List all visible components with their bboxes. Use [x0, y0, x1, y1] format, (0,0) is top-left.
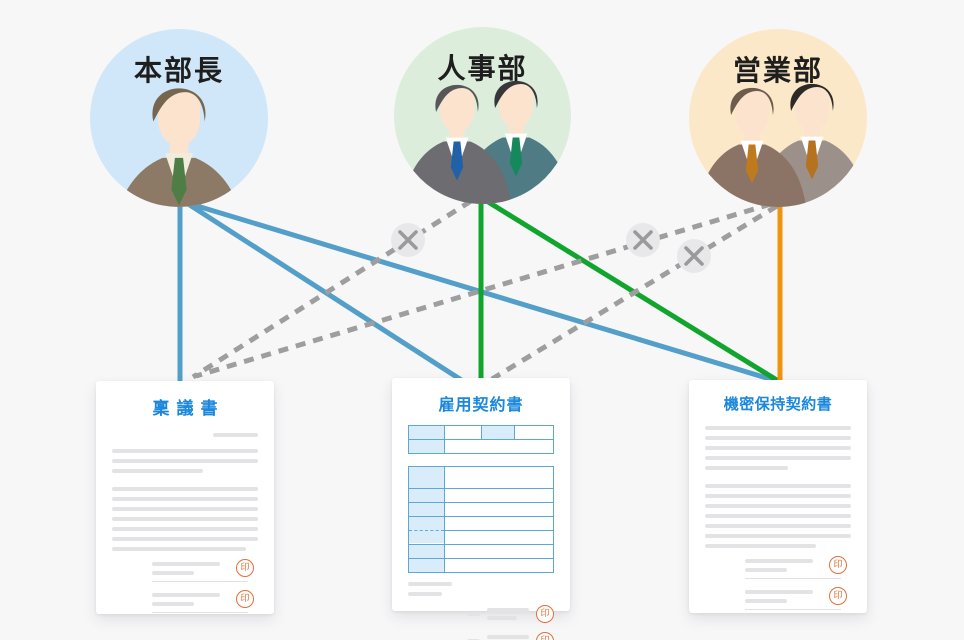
table-cell [409, 440, 444, 453]
connection-prohibited-人事部-稟議書 [191, 198, 473, 380]
table-cell [409, 545, 444, 558]
table-cell [409, 489, 444, 502]
table-cell [443, 517, 553, 530]
prohibition-x-icon [626, 223, 660, 257]
text-line-placeholder [745, 559, 813, 563]
table-cell [443, 426, 481, 439]
signature-block: 印 [152, 590, 254, 613]
table-cell [443, 559, 553, 572]
document-nda: 機密保持契約書 印 印 [689, 380, 867, 613]
table-cell [409, 530, 444, 543]
person-avatar-icon [109, 75, 249, 207]
text-line-placeholder [705, 436, 851, 440]
document-title: 雇用契約書 [438, 397, 524, 414]
text-line-placeholder [112, 507, 258, 511]
text-line-placeholder [705, 544, 816, 548]
text-line-placeholder [745, 568, 787, 572]
text-line-placeholder [152, 562, 220, 566]
signature-block: 印 [408, 632, 554, 640]
table-cell [443, 467, 553, 488]
seal-stamp-icon: 印 [536, 605, 554, 623]
text-line-placeholder [745, 590, 813, 594]
form-table-body [408, 466, 554, 573]
text-line-placeholder [112, 527, 258, 531]
table-cell [409, 559, 444, 572]
text-line-placeholder [705, 484, 851, 488]
text-line-placeholder [408, 582, 452, 586]
connection-allowed-本部長-雇用契約書 [180, 197, 468, 386]
text-line-placeholder [408, 592, 442, 596]
prohibition-x-icon [391, 223, 425, 257]
text-line-placeholder [112, 547, 247, 551]
text-line-placeholder [705, 534, 851, 538]
signature-block: 印 [152, 559, 254, 582]
connection-prohibited-営業部-雇用契約書 [490, 203, 779, 382]
text-line-placeholder [112, 469, 203, 473]
role-circle-honbucho: 本部長 [90, 29, 268, 207]
table-cell [443, 545, 553, 558]
text-line-placeholder [705, 426, 851, 430]
text-line-placeholder [487, 635, 529, 639]
text-line-placeholder [152, 593, 220, 597]
seal-stamp-icon: 印 [536, 632, 554, 640]
text-line-placeholder [152, 602, 194, 606]
seal-stamp-icon: 印 [236, 590, 254, 608]
document-title: 稟議書 [152, 399, 225, 418]
text-line-placeholder [112, 517, 258, 521]
document-ringisho: 稟議書 印 印 [96, 381, 274, 614]
table-cell [480, 426, 515, 439]
text-line-placeholder [487, 616, 517, 620]
text-line-placeholder [152, 571, 194, 575]
table-cell [514, 426, 553, 439]
text-line-placeholder [487, 608, 529, 612]
role-circle-jinjibu: 人事部 [394, 27, 571, 204]
role-circle-eigyobu: 営業部 [689, 29, 867, 207]
table-cell [443, 503, 553, 516]
table-cell [443, 531, 553, 544]
prohibition-x-icon [677, 239, 711, 273]
text-line-placeholder [112, 487, 258, 491]
person-avatar-icon [695, 77, 809, 208]
table-cell [409, 517, 444, 530]
text-line-placeholder [705, 514, 851, 518]
table-cell [443, 440, 553, 453]
text-line-placeholder [112, 537, 258, 541]
person-avatar-icon [400, 74, 514, 205]
text-line-placeholder [213, 433, 258, 437]
table-cell [409, 503, 444, 516]
document-koyokeiyakusho: 雇用契約書 [392, 378, 570, 640]
text-line-placeholder [705, 494, 851, 498]
signature-block: 印 [745, 556, 847, 579]
text-line-placeholder [467, 612, 480, 616]
document-title: 機密保持契約書 [723, 396, 833, 413]
text-line-placeholder [112, 497, 258, 501]
signature-block: 印 [745, 587, 847, 610]
role-label: 本部長 [133, 55, 224, 86]
text-line-placeholder [705, 446, 851, 450]
text-line-placeholder [705, 456, 851, 460]
table-cell [409, 467, 444, 488]
seal-stamp-icon: 印 [829, 587, 847, 605]
role-label: 営業部 [732, 55, 823, 86]
seal-stamp-icon: 印 [829, 556, 847, 574]
table-cell [409, 426, 444, 439]
text-line-placeholder [705, 524, 851, 528]
role-label: 人事部 [437, 53, 528, 84]
table-cell [443, 489, 553, 502]
text-line-placeholder [112, 459, 258, 463]
seal-stamp-icon: 印 [236, 559, 254, 577]
text-line-placeholder [112, 449, 258, 453]
text-line-placeholder [705, 504, 851, 508]
signature-block: 印 [408, 605, 554, 623]
text-line-placeholder [745, 599, 787, 603]
form-table-header [408, 425, 554, 454]
text-line-placeholder [705, 466, 789, 470]
